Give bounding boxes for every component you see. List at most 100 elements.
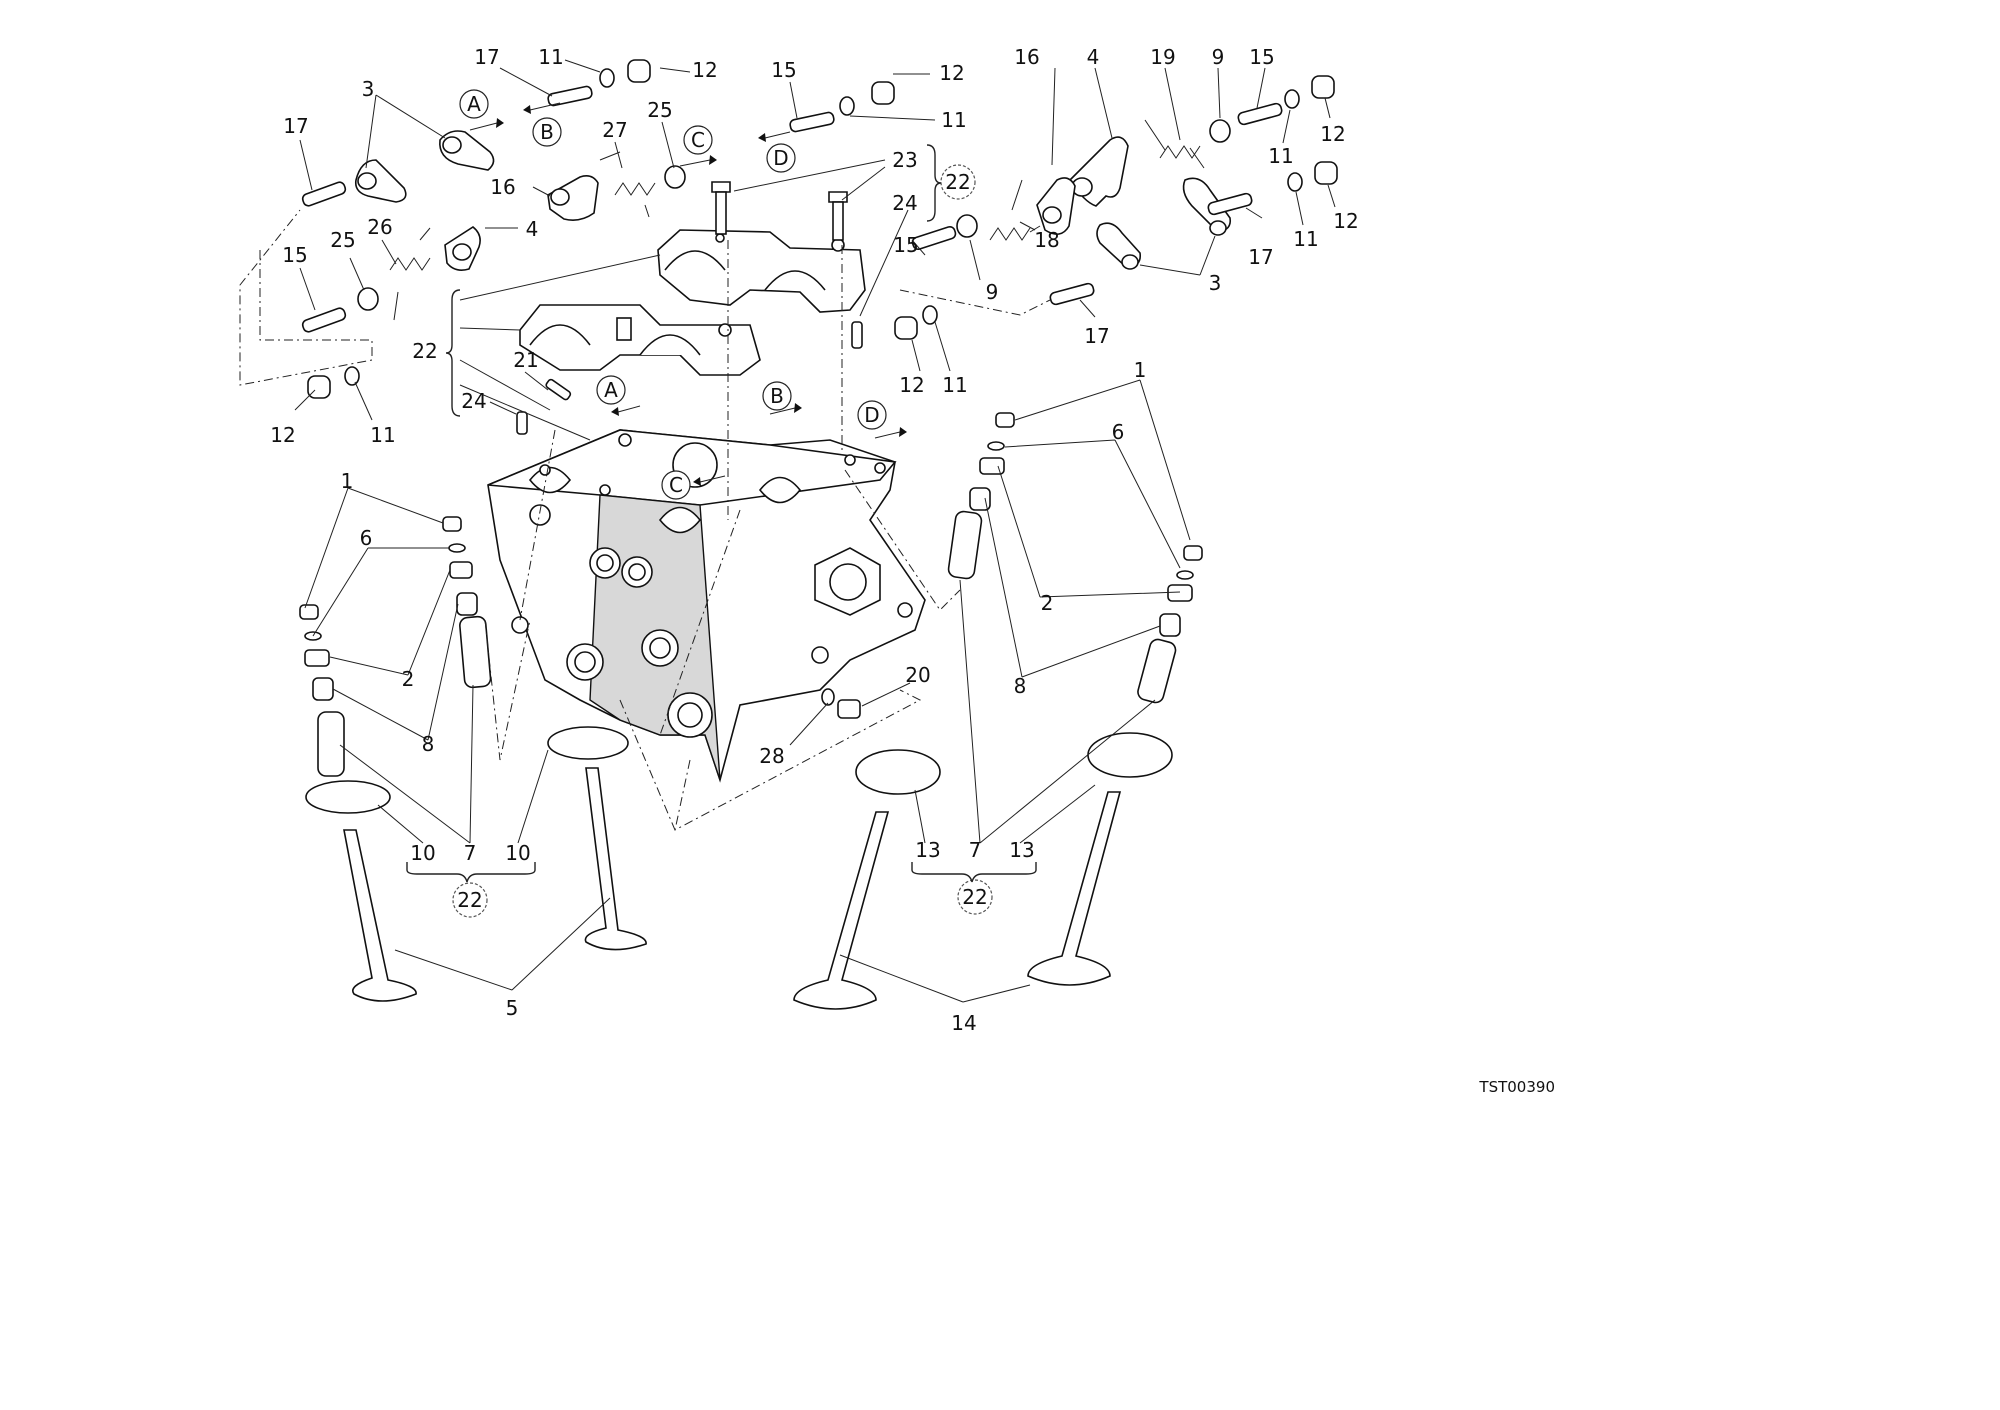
rocker-arm (1068, 136, 1129, 207)
callout-3: 3 (362, 77, 375, 101)
callout-6: 6 (360, 526, 373, 550)
valve-seal (456, 592, 478, 616)
callout-11: 11 (941, 108, 966, 132)
rocker-spring (389, 227, 431, 321)
callout-25: 25 (647, 98, 672, 122)
callout-11: 11 (370, 423, 395, 447)
valve-collet (1176, 570, 1194, 580)
callout-22: 22 (412, 339, 437, 363)
spacer (664, 165, 686, 189)
rocker-shaft (1237, 102, 1283, 126)
callout-14: 14 (951, 1011, 976, 1035)
callout-15: 15 (893, 233, 918, 257)
valve-retainer (979, 457, 1005, 475)
shaft-plug (307, 366, 360, 399)
head-plug (837, 699, 861, 719)
valve (793, 811, 890, 1010)
rocker-arm (1182, 177, 1232, 236)
rocker-shaft (1049, 282, 1095, 306)
kit-reference: 22 (957, 879, 993, 915)
valve-collet (987, 441, 1005, 451)
svg-text:A: A (467, 92, 481, 116)
callout-2: 2 (402, 667, 415, 691)
valve-seal (1159, 613, 1181, 637)
callout-27: 27 (602, 118, 627, 142)
callout-25: 25 (330, 228, 355, 252)
view-marker-a: A (459, 89, 489, 119)
rocker-arm (547, 175, 599, 221)
rocker-shaft (911, 225, 957, 251)
rocker-shaft (301, 181, 347, 207)
rocker-shaft (301, 307, 347, 333)
callout-16: 16 (1014, 45, 1039, 69)
valve (1027, 791, 1122, 986)
callout-8: 8 (1014, 674, 1027, 698)
spacer (956, 214, 978, 238)
svg-text:22: 22 (457, 888, 482, 912)
callout-8: 8 (422, 732, 435, 756)
callout-17: 17 (1248, 245, 1273, 269)
callout-1: 1 (1134, 358, 1147, 382)
callout-13: 13 (915, 838, 940, 862)
valve-seal (969, 487, 991, 511)
valve-shim (995, 412, 1015, 428)
svg-text:C: C (669, 473, 683, 497)
valve (584, 767, 647, 951)
callout-1: 1 (341, 469, 354, 493)
dowel-pin (516, 411, 528, 435)
callout-15: 15 (771, 58, 796, 82)
callout-4: 4 (1087, 45, 1100, 69)
shaft-plug (599, 59, 651, 88)
rocker-arm (439, 130, 495, 171)
callout-3: 3 (1209, 271, 1222, 295)
callout-26: 26 (367, 215, 392, 239)
view-marker-a: A (596, 375, 626, 405)
callout-16: 16 (490, 175, 515, 199)
exploded-parts-diagram: A B C D A B C D 22 22 22 (239, 45, 1555, 1096)
dowel-pin (851, 321, 863, 349)
cap-bolt (711, 181, 731, 235)
svg-text:D: D (864, 403, 879, 427)
document-code: TST00390 (1478, 1078, 1555, 1096)
valve-retainer (449, 561, 473, 579)
rocker-spring (1144, 119, 1205, 169)
svg-text:B: B (540, 120, 554, 144)
callout-5: 5 (506, 996, 519, 1020)
callout-12: 12 (1333, 209, 1358, 233)
valve-guide (317, 711, 345, 777)
rocker-shaft (1207, 192, 1253, 216)
callout-11: 11 (538, 45, 563, 69)
view-marker-d: D (766, 143, 796, 173)
svg-text:22: 22 (945, 170, 970, 194)
callout-9: 9 (986, 280, 999, 304)
rocker-shaft (789, 111, 835, 133)
head-washer (821, 688, 835, 706)
valve-guide (947, 510, 983, 580)
callout-17: 17 (1084, 324, 1109, 348)
view-marker-b: B (762, 381, 792, 411)
kit-reference: 22 (452, 882, 488, 918)
camshaft-cap-front (519, 304, 761, 376)
valve-seal (312, 677, 334, 701)
callout-7: 7 (969, 838, 982, 862)
callout-10: 10 (410, 841, 435, 865)
shaft-plug (1284, 75, 1335, 109)
svg-text:22: 22 (962, 885, 987, 909)
callout-labels: 17 11 12 15 12 11 3 17 27 25 16 23 24 15… (270, 45, 1358, 1035)
callout-17: 17 (283, 114, 308, 138)
callout-17: 17 (474, 45, 499, 69)
rocker-arm (1036, 177, 1076, 235)
svg-text:B: B (770, 384, 784, 408)
shaft-plug (894, 305, 938, 340)
leader-lines (294, 59, 1336, 1003)
callout-4: 4 (526, 217, 539, 241)
valve-collet (448, 543, 466, 553)
valve-seat (305, 780, 391, 814)
locating-pin (545, 378, 572, 401)
callout-24: 24 (461, 389, 486, 413)
callout-20: 20 (905, 663, 930, 687)
callout-12: 12 (1320, 122, 1345, 146)
svg-text:C: C (691, 128, 705, 152)
callout-24: 24 (892, 191, 917, 215)
valve-shim (442, 516, 462, 532)
